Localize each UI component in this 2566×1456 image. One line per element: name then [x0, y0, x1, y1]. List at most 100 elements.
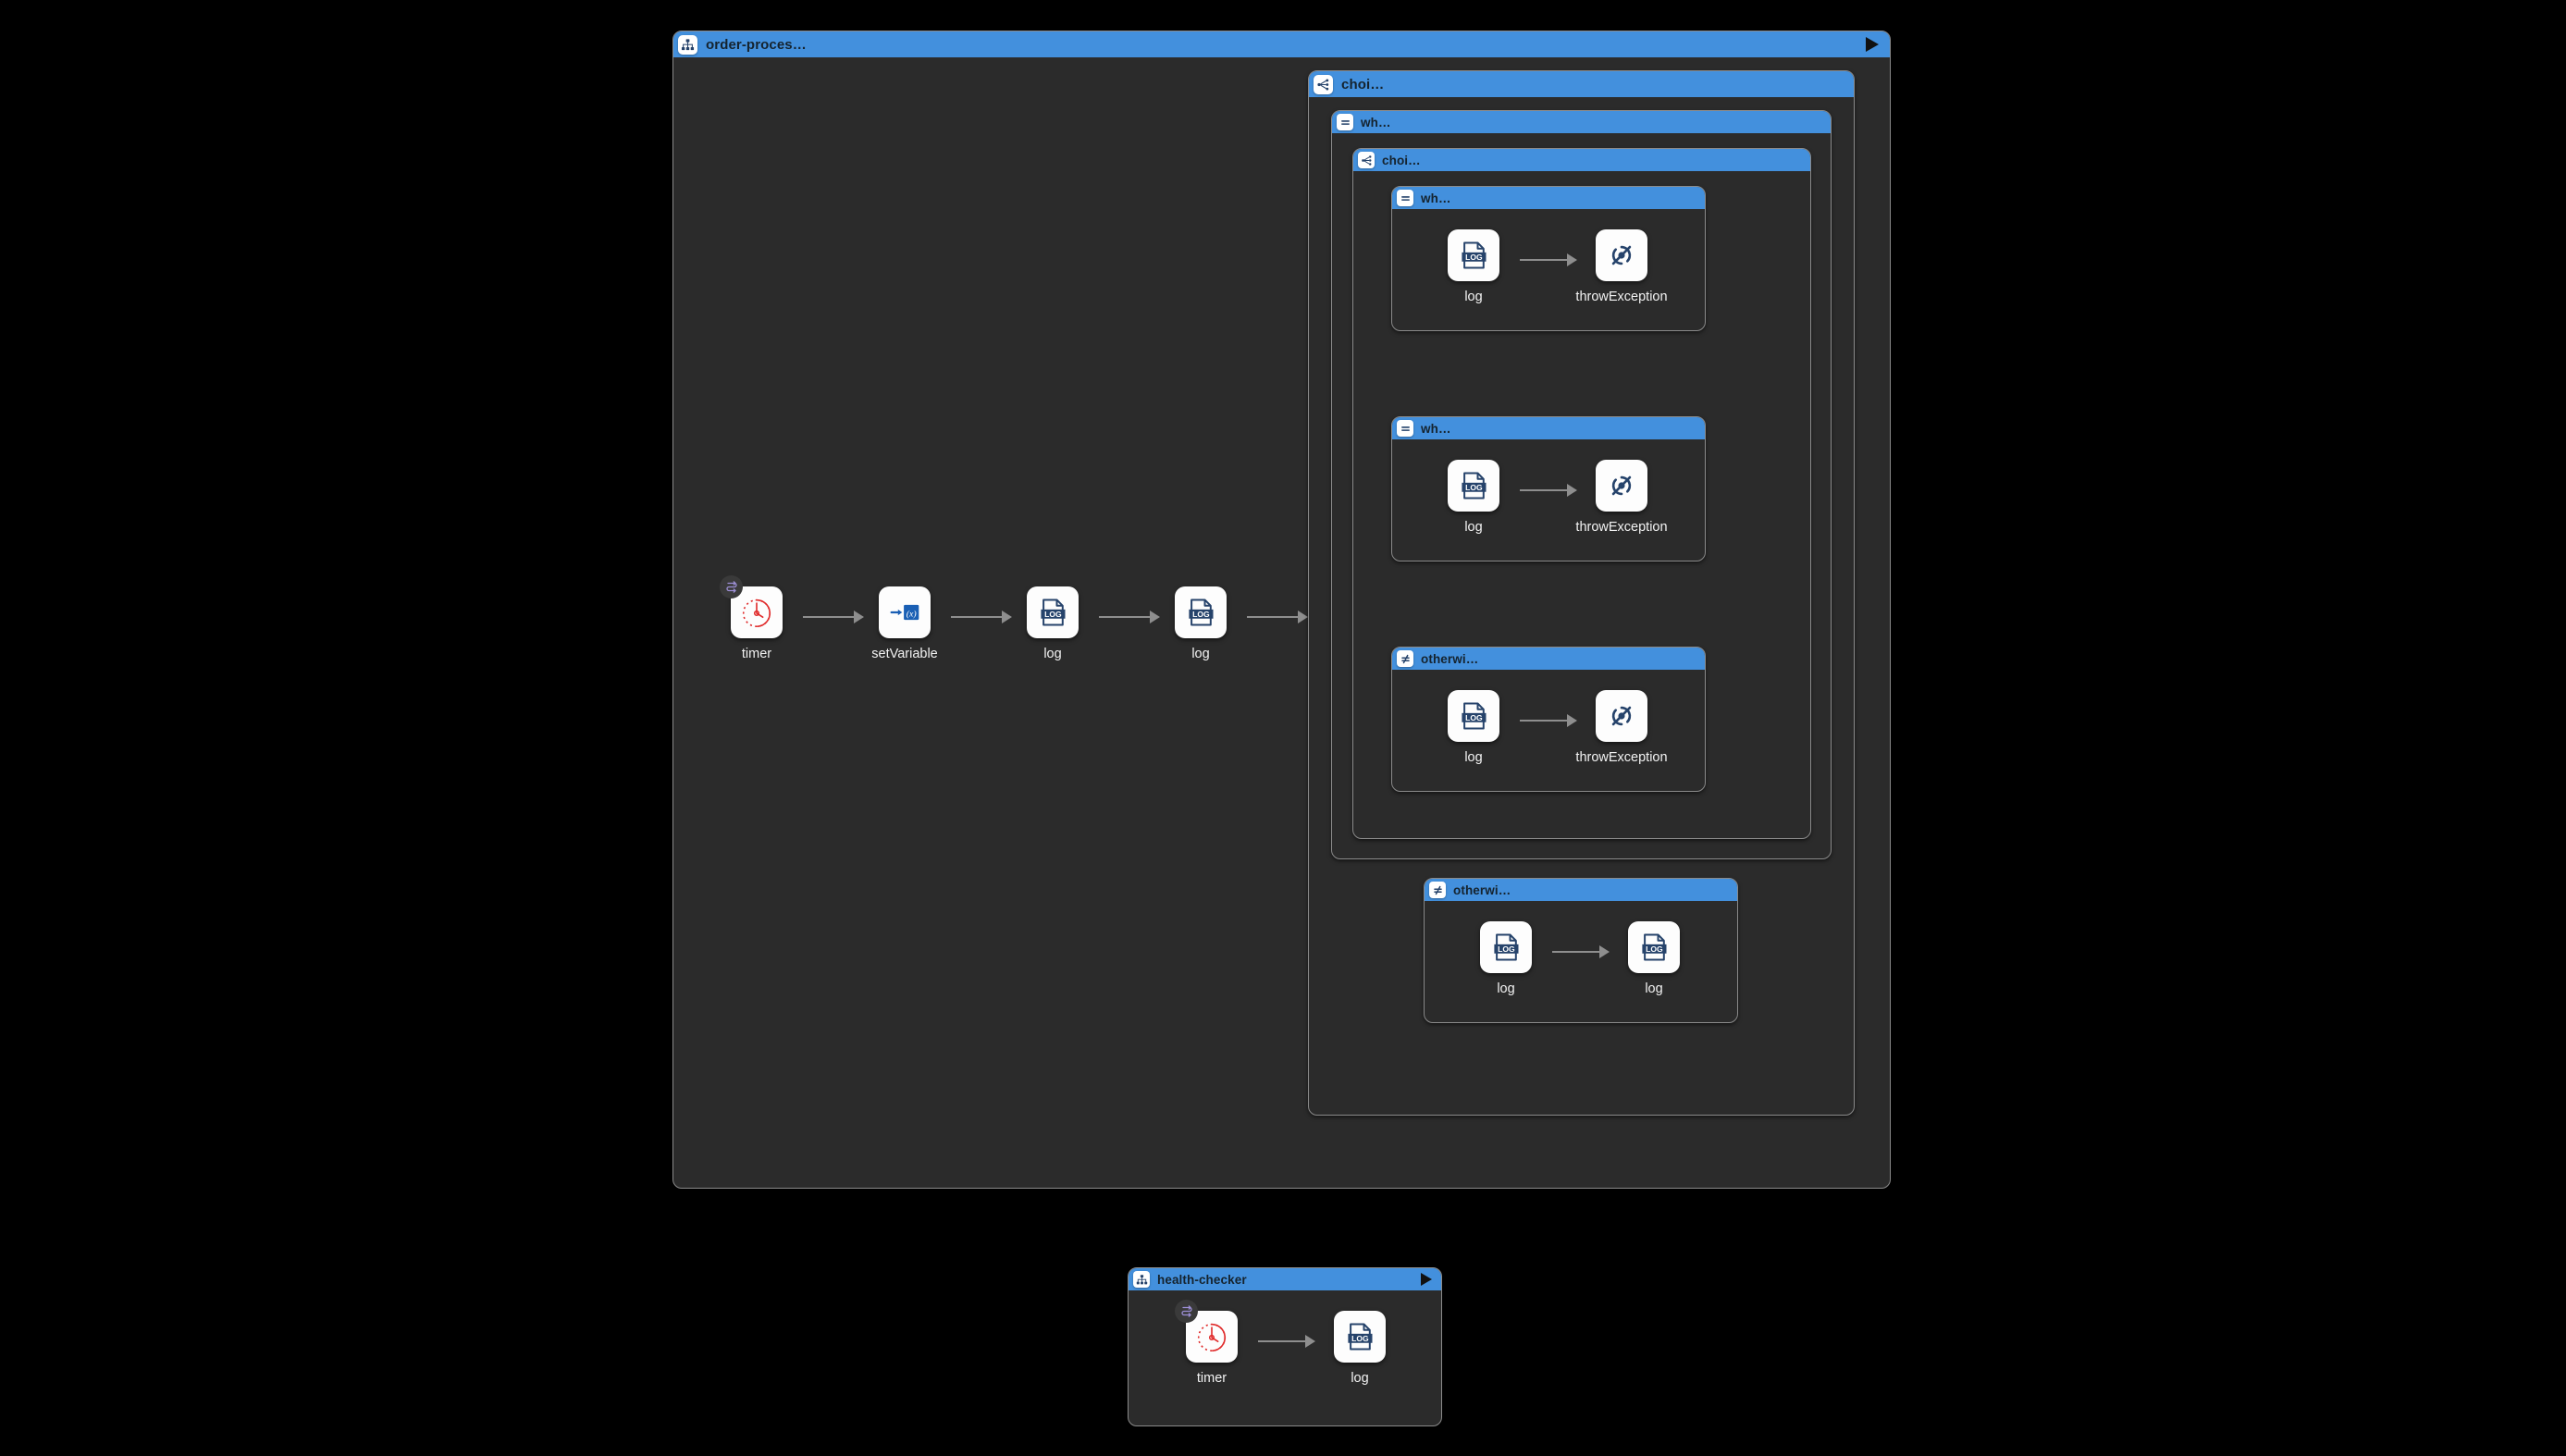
arrow-head	[1599, 945, 1610, 958]
node-label: log	[1497, 981, 1515, 996]
choice-title: choi…	[1341, 76, 1385, 93]
node-icon-box[interactable]	[1596, 690, 1647, 742]
node-icon-box[interactable]	[1596, 229, 1647, 281]
route-title: order-proces…	[706, 36, 807, 53]
node-icon-box[interactable]: LOG	[1448, 690, 1499, 742]
when-title: wh…	[1421, 421, 1451, 436]
timer-icon	[1197, 1323, 1227, 1352]
log-icon: LOG	[1462, 702, 1487, 730]
arrow-head	[1567, 484, 1577, 497]
choice-icon	[1358, 152, 1375, 168]
node-icon-box[interactable]: LOG	[1334, 1311, 1386, 1363]
when-title: wh…	[1361, 115, 1391, 130]
route-panel-order-processing[interactable]: order-proces… ti	[672, 31, 1891, 1189]
node-icon-box[interactable]: (x)	[879, 586, 931, 638]
route-icon	[678, 34, 697, 55]
node-log-2[interactable]: LOG log	[1154, 586, 1247, 661]
node-icon-box[interactable]: LOG	[1448, 229, 1499, 281]
when-container-2[interactable]: wh… LOG log	[1391, 416, 1706, 561]
when-titlebar-2[interactable]: wh…	[1392, 417, 1705, 439]
node-icon-box[interactable]	[1596, 460, 1647, 512]
log-icon: LOG	[1642, 933, 1667, 961]
arrow-shaft	[951, 616, 1002, 618]
node-set-variable[interactable]: (x) setVariable	[858, 586, 951, 661]
when-titlebar-1[interactable]: wh…	[1392, 187, 1705, 209]
log-icon: LOG	[1189, 598, 1214, 626]
node-log[interactable]: LOG log	[1314, 1311, 1406, 1386]
arrow-head	[854, 611, 864, 623]
node-log[interactable]: LOG log	[1427, 460, 1520, 535]
arrow-head	[1002, 611, 1012, 623]
route-start-badge-icon	[720, 575, 743, 598]
choice-container-inner[interactable]: choi… wh…	[1352, 148, 1811, 839]
node-icon-box[interactable]: LOG	[1175, 586, 1227, 638]
connector-arrow	[1520, 714, 1577, 727]
otherwise-icon	[1397, 650, 1413, 667]
route-icon	[1133, 1271, 1150, 1288]
svg-text:LOG: LOG	[1044, 610, 1062, 619]
run-route-button[interactable]	[1866, 37, 1879, 52]
svg-text:LOG: LOG	[1498, 944, 1515, 954]
log-icon: LOG	[1041, 598, 1066, 626]
connector-arrow	[1099, 611, 1160, 623]
connector-arrow	[951, 611, 1012, 623]
route-panel-health-checker[interactable]: health-checker timer	[1128, 1267, 1442, 1426]
otherwise-title: otherwi…	[1421, 651, 1479, 666]
when-title: wh…	[1421, 191, 1451, 205]
otherwise-container-inner[interactable]: otherwi… LOG log	[1391, 647, 1706, 792]
node-icon-box[interactable]: LOG	[1448, 460, 1499, 512]
arrow-shaft	[1258, 1340, 1305, 1342]
arrow-shaft	[1247, 616, 1298, 618]
node-label: log	[1043, 647, 1062, 661]
arrow-shaft	[1552, 951, 1599, 953]
node-timer[interactable]: timer	[1166, 1300, 1258, 1386]
throw-exception-icon	[1611, 706, 1632, 726]
node-log[interactable]: LOG log	[1460, 921, 1552, 996]
arrow-head	[1298, 611, 1308, 623]
arrow-head	[1150, 611, 1160, 623]
when-container-outer[interactable]: wh… choi	[1331, 110, 1832, 859]
node-log-1[interactable]: LOG log	[1006, 586, 1099, 661]
node-throw-exception[interactable]: throwException	[1575, 460, 1668, 535]
choice-container-outer[interactable]: choi… wh…	[1308, 70, 1855, 1116]
when-titlebar-outer[interactable]: wh…	[1332, 111, 1831, 133]
node-label: setVariable	[871, 647, 938, 661]
throw-exception-icon	[1611, 475, 1632, 496]
route-titlebar-order-processing[interactable]: order-proces…	[673, 31, 1890, 57]
otherwise-container-outer[interactable]: otherwi… LOG log	[1424, 878, 1738, 1023]
node-throw-exception[interactable]: throwException	[1575, 690, 1668, 765]
log-icon: LOG	[1462, 472, 1487, 500]
node-icon-box[interactable]	[720, 575, 783, 638]
node-icon-box[interactable]: LOG	[1027, 586, 1079, 638]
connector-arrow	[1258, 1335, 1315, 1348]
when-icon	[1397, 190, 1413, 206]
route-title: health-checker	[1157, 1272, 1247, 1287]
node-log[interactable]: LOG log	[1427, 229, 1520, 304]
svg-text:LOG: LOG	[1465, 483, 1483, 492]
svg-text:(x): (x)	[907, 610, 917, 620]
svg-text:LOG: LOG	[1465, 713, 1483, 722]
node-icon-box[interactable]: LOG	[1480, 921, 1532, 973]
run-route-button[interactable]	[1421, 1273, 1432, 1286]
choice-titlebar-outer[interactable]: choi…	[1309, 71, 1854, 97]
node-label: throwException	[1575, 750, 1668, 765]
choice-titlebar-inner[interactable]: choi…	[1353, 149, 1810, 171]
node-log[interactable]: LOG log	[1427, 690, 1520, 765]
route-start-badge-icon	[1175, 1300, 1198, 1323]
log-icon: LOG	[1462, 241, 1487, 269]
otherwise-titlebar-outer[interactable]: otherwi…	[1425, 879, 1737, 901]
node-log[interactable]: LOG log	[1608, 921, 1700, 996]
node-throw-exception[interactable]: throwException	[1575, 229, 1668, 304]
route-titlebar-health-checker[interactable]: health-checker	[1129, 1268, 1441, 1290]
otherwise-icon	[1429, 882, 1446, 898]
when-container-1[interactable]: wh… LOG log	[1391, 186, 1706, 331]
node-label: throwException	[1575, 520, 1668, 535]
node-icon-box[interactable]	[1175, 1300, 1238, 1363]
node-label: timer	[741, 647, 772, 661]
choice-icon	[1314, 74, 1333, 94]
otherwise-titlebar-inner[interactable]: otherwi…	[1392, 648, 1705, 670]
node-icon-box[interactable]: LOG	[1628, 921, 1680, 973]
node-timer[interactable]: timer	[710, 575, 803, 661]
node-label: log	[1645, 981, 1663, 996]
